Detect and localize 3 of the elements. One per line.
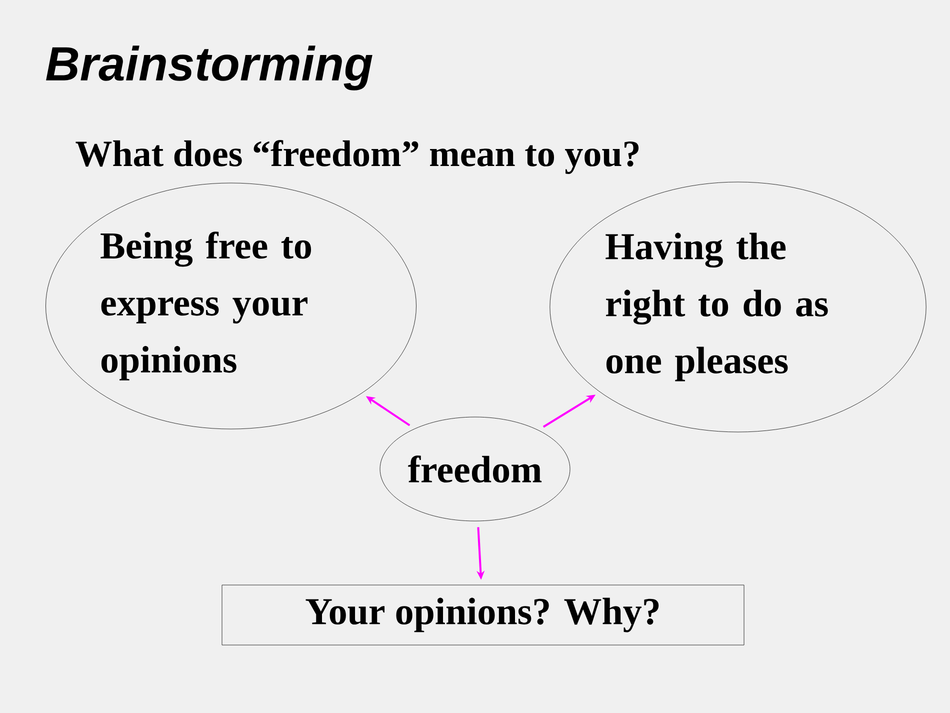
question-text: What does “freedom” mean to you? — [76, 140, 639, 174]
slide-title: Brainstorming — [46, 46, 372, 90]
prompt-box: Your opinions? Why? — [222, 584, 744, 646]
